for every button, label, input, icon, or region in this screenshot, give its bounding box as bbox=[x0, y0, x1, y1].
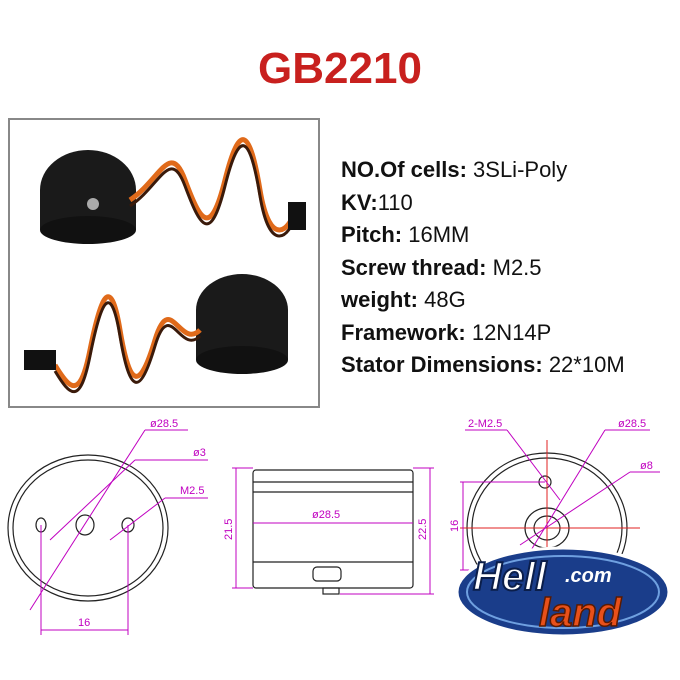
spec-stator: Stator Dimensions: 22*10M bbox=[341, 352, 625, 377]
spec-pitch: Pitch: 16MM bbox=[341, 222, 470, 247]
spec-cells: NO.Of cells: 3SLi-Poly bbox=[341, 157, 568, 182]
svg-text:.com: .com bbox=[565, 565, 612, 587]
technical-drawings: ø28.5 ø3 M2.5 16 ø28.5 21.5 22.5 2-M bbox=[7, 418, 660, 635]
label-left-spacing: 16 bbox=[78, 617, 90, 629]
spec-weight: weight: 48G bbox=[341, 287, 466, 312]
product-title: GB2210 bbox=[258, 44, 422, 93]
drawing-top-view bbox=[460, 429, 660, 610]
label-left-dia-outer: ø28.5 bbox=[150, 418, 178, 430]
svg-text:Hell: Hell bbox=[473, 555, 547, 599]
drawing-side-view bbox=[232, 467, 434, 595]
label-right-spacing: 16 bbox=[449, 520, 461, 532]
drawing-bottom-view bbox=[7, 429, 208, 635]
label-right-dia-center: ø8 bbox=[640, 460, 653, 472]
helland-logo: Hell .com land bbox=[455, 546, 671, 638]
label-left-dia-center: ø3 bbox=[193, 447, 206, 459]
label-side-dia: ø28.5 bbox=[312, 509, 340, 521]
label-side-height-right: 22.5 bbox=[417, 519, 429, 540]
spec-framework: Framework: 12N14P bbox=[341, 319, 552, 345]
label-side-height-left: 21.5 bbox=[223, 519, 235, 540]
svg-text:land: land bbox=[539, 591, 623, 635]
label-right-holes: 2-M2.5 bbox=[468, 418, 502, 430]
motor-photo-illustration bbox=[24, 137, 306, 394]
spec-screw-thread: Screw thread: M2.5 bbox=[341, 254, 542, 280]
spec-list: NO.Of cells: 3SLi-Poly KV:110 Pitch: 16M… bbox=[341, 154, 625, 382]
label-right-dia-outer: ø28.5 bbox=[618, 418, 646, 430]
product-photo bbox=[8, 118, 320, 408]
label-left-hole: M2.5 bbox=[180, 485, 204, 497]
spec-kv: KV:110 bbox=[341, 189, 413, 215]
